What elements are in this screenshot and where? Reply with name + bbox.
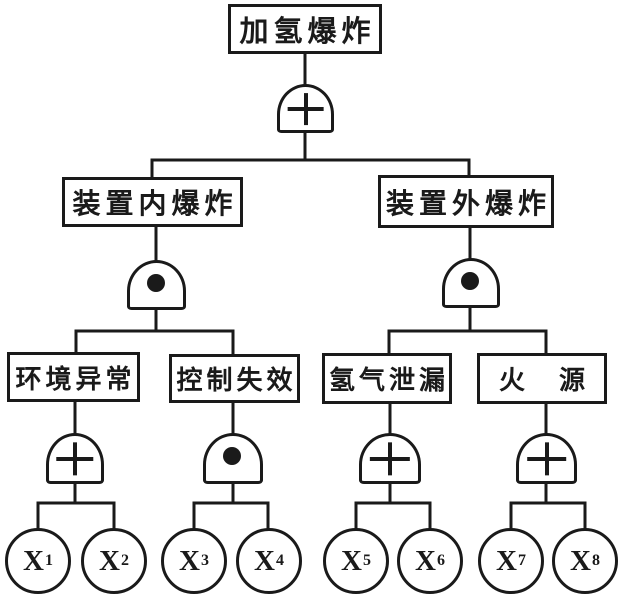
and-gate-external-explosion xyxy=(442,258,500,308)
basic-event-label: X xyxy=(254,544,275,577)
or-gate-top xyxy=(277,84,334,133)
event-box-internal-explosion: 装置内爆炸 xyxy=(62,177,243,227)
basic-event-label: X xyxy=(496,544,517,577)
dot-symbol xyxy=(223,447,242,466)
basic-event-label: X xyxy=(99,544,120,577)
basic-event-label: X xyxy=(23,544,44,577)
event-label-fire-source: 火 源 xyxy=(498,366,589,395)
event-label-external-explosion: 装置外爆炸 xyxy=(386,188,552,220)
basic-event-label: X xyxy=(341,544,362,577)
event-box-fire-source: 火 源 xyxy=(477,353,607,404)
plus-symbol xyxy=(388,442,392,476)
dot-symbol xyxy=(461,271,480,290)
plus-symbol xyxy=(73,442,77,476)
event-box-top: 加氢爆炸 xyxy=(228,4,382,54)
event-box-environment-abnormal: 环境异常 xyxy=(7,352,140,402)
event-label-environment-abnormal: 环境异常 xyxy=(15,364,136,394)
or-gate-environment-abnormal xyxy=(46,433,104,484)
event-label-top: 加氢爆炸 xyxy=(239,16,376,48)
dot-symbol xyxy=(146,273,165,292)
and-gate-internal-explosion xyxy=(127,260,186,310)
event-label-hydrogen-leak: 氢气泄漏 xyxy=(329,366,450,395)
basic-event-label: X xyxy=(570,544,591,577)
basic-event-label: X xyxy=(415,544,436,577)
and-gate-control-failure xyxy=(203,433,263,484)
plus-symbol xyxy=(303,93,308,125)
or-gate-fire-source xyxy=(516,433,577,484)
event-box-hydrogen-leak: 氢气泄漏 xyxy=(322,353,452,404)
event-box-external-explosion: 装置外爆炸 xyxy=(378,175,554,228)
basic-event-label: X xyxy=(179,544,200,577)
plus-symbol xyxy=(544,442,549,476)
event-label-internal-explosion: 装置内爆炸 xyxy=(72,189,238,220)
or-gate-hydrogen-leak xyxy=(359,433,421,484)
event-box-control-failure: 控制失效 xyxy=(169,354,300,403)
event-label-control-failure: 控制失效 xyxy=(176,366,297,395)
